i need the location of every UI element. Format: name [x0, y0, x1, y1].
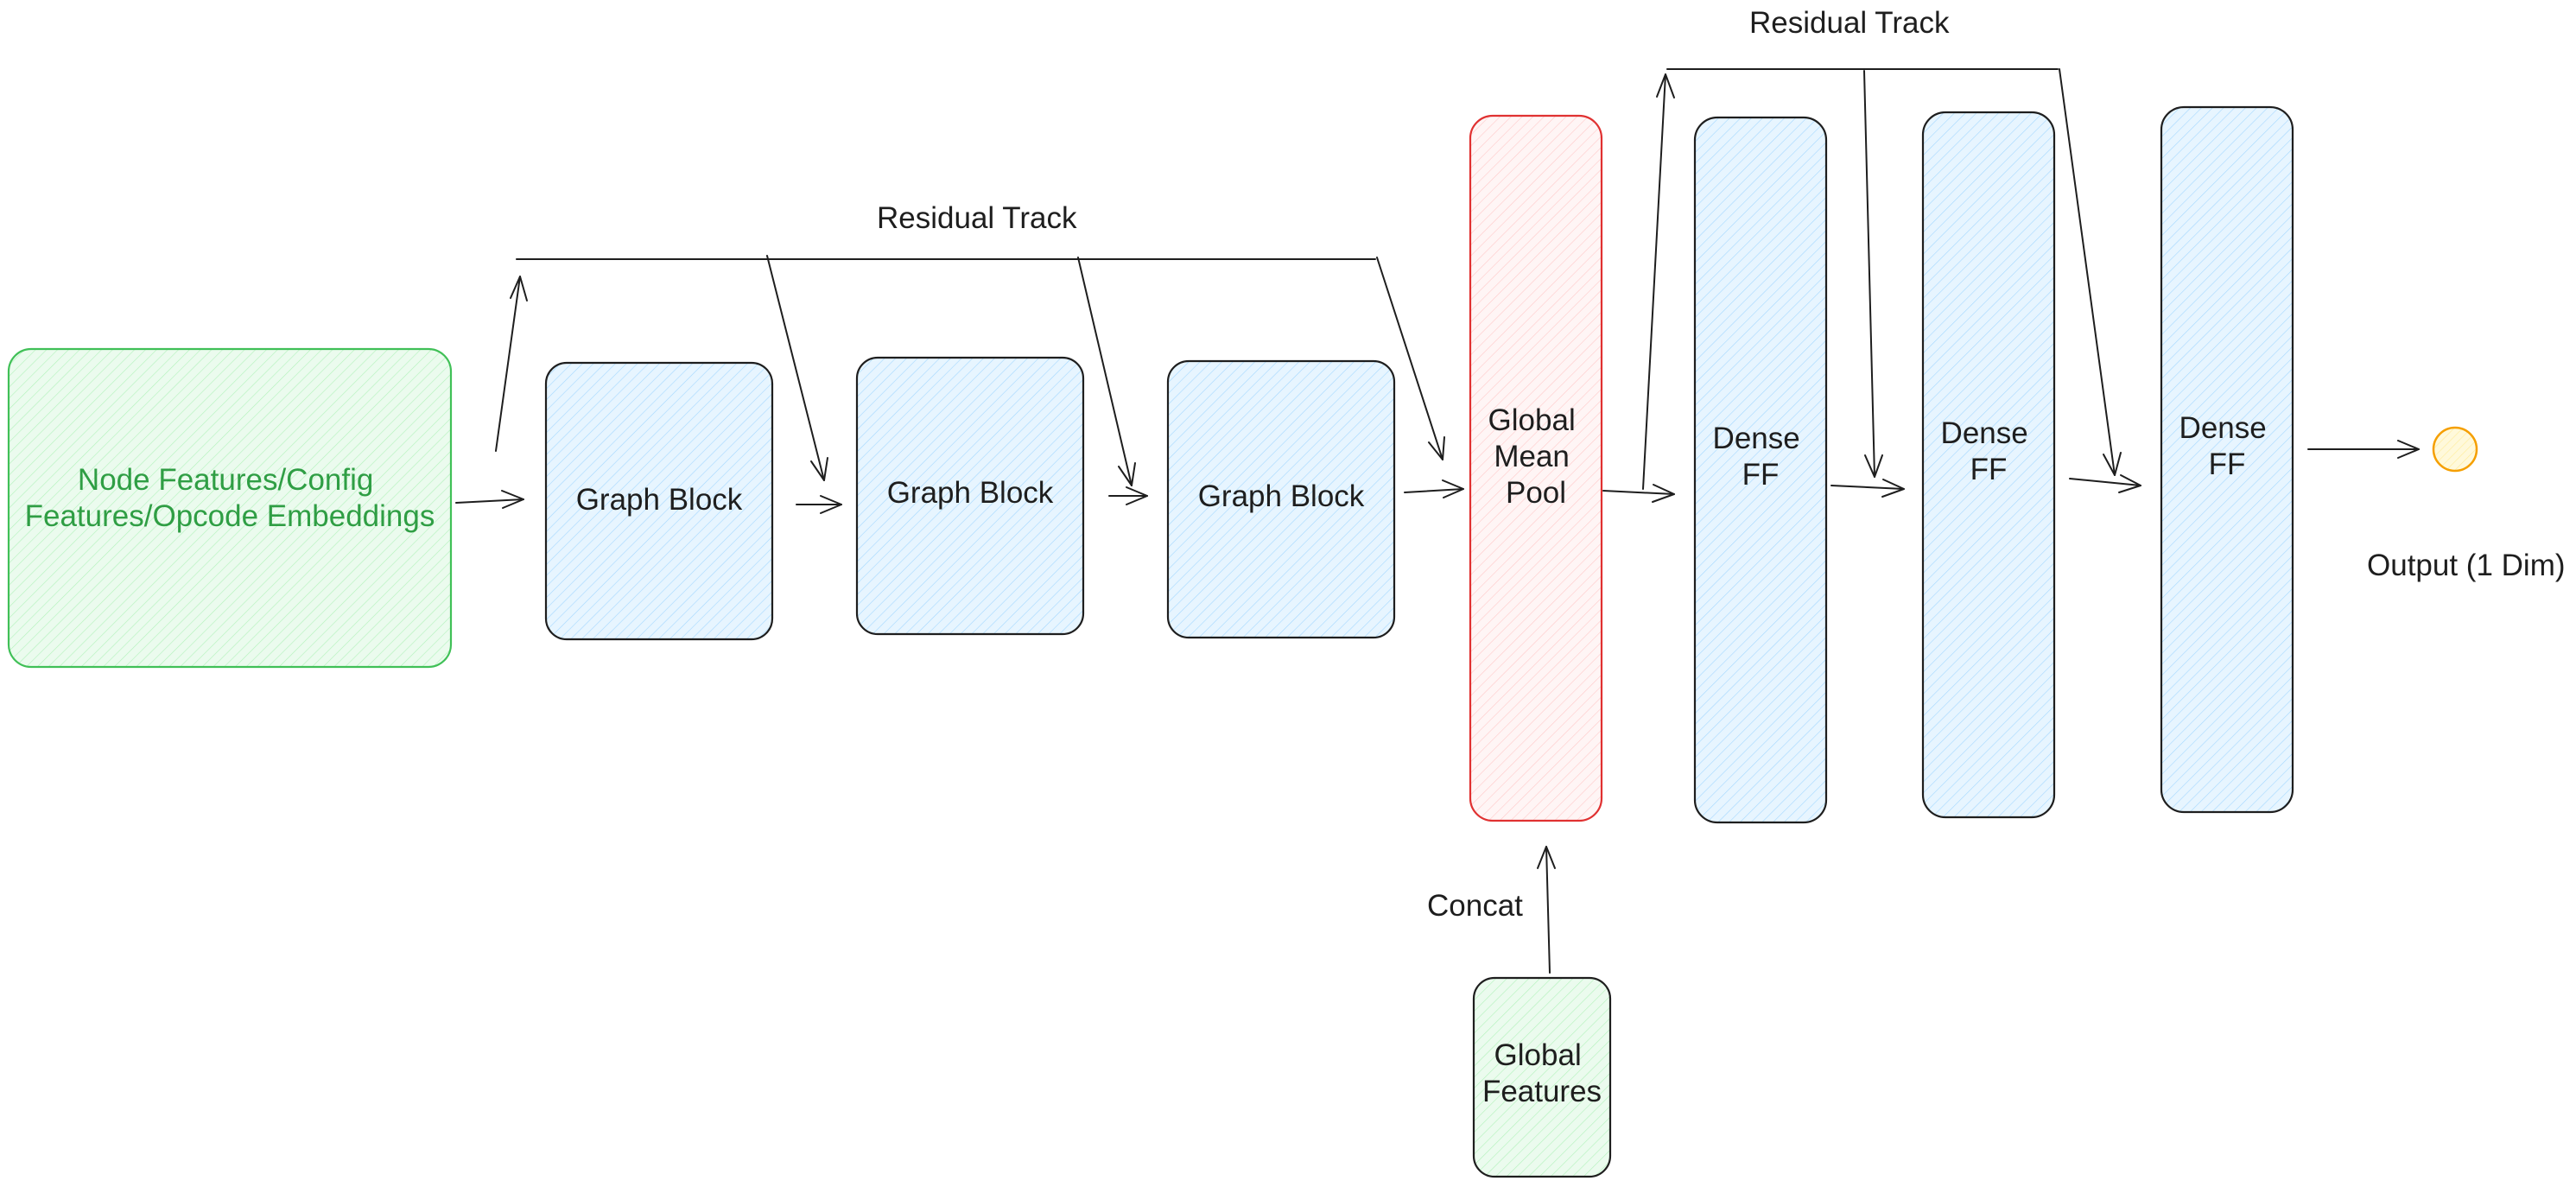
arrowhead-icon	[1428, 436, 1445, 460]
output-node[interactable]	[2432, 426, 2478, 473]
input-features-line-2: Features/Opcode Embeddings	[25, 499, 435, 533]
dense-ff-2-box	[1921, 111, 2056, 819]
arrow-pool-to-residual-2	[1642, 73, 1675, 490]
arrow-residual-to-pool	[1376, 257, 1445, 460]
global-features-line-2: Features	[1482, 1075, 1602, 1108]
arrowhead-icon	[1118, 462, 1136, 486]
residual-track-label-2: Residual Track	[1749, 6, 1950, 40]
arrowhead-icon	[2397, 440, 2420, 459]
global-mean-pool-line-2: Mean	[1494, 440, 1570, 473]
arrowhead-icon	[2118, 474, 2141, 493]
global-features-node[interactable]: Global Features	[1472, 976, 1612, 1178]
arrow-line	[766, 255, 825, 481]
global-mean-pool-line-3: Pool	[1506, 476, 1566, 510]
dense-ff-3-box	[2160, 105, 2294, 814]
arrow-residual-to-graph-block-2	[766, 255, 828, 481]
arrowhead-icon	[1881, 479, 1905, 498]
arrow-dense-ff-3-to-output	[2307, 440, 2420, 459]
dense-ff-3[interactable]: Dense FF	[2160, 105, 2294, 814]
dense-ff-2-line-2: FF	[1970, 453, 2008, 486]
input-features-box	[7, 347, 453, 669]
arrow-pool-to-dense-ff-1	[1602, 484, 1675, 503]
global-mean-pool-label: Global Mean Pool	[1488, 403, 1584, 510]
arrow-line	[1642, 73, 1666, 490]
arrow-line	[2059, 68, 2116, 476]
arrowhead-icon	[1537, 846, 1556, 869]
arrowhead-icon	[2103, 452, 2122, 476]
arrow-graph-block-1-to-2	[796, 495, 842, 514]
dense-ff-1-line-2: FF	[1742, 458, 1780, 492]
arrow-residual-2-to-dense-ff-3	[2059, 68, 2122, 476]
output-label: Output (1 Dim)	[2367, 549, 2566, 582]
dense-ff-2-line-1: Dense	[1941, 416, 2028, 450]
input-features-label: Node Features/Config Features/Opcode Emb…	[25, 463, 435, 533]
arrow-dense-ff-1-to-2	[1830, 479, 1905, 498]
graph-block-2-label: Graph Block	[887, 476, 1054, 510]
circle-icon	[2432, 426, 2478, 473]
arrow-input-to-graph-block-1	[455, 490, 524, 509]
dense-ff-1[interactable]: Dense FF	[1693, 116, 1828, 824]
arrow-line	[1863, 70, 1875, 478]
graph-block-1-box	[544, 361, 774, 641]
concat-label: Concat	[1427, 889, 1523, 923]
arrowhead-icon	[1442, 479, 1464, 498]
arrowhead-icon	[810, 457, 828, 481]
dense-ff-1-box	[1693, 116, 1828, 824]
global-mean-pool-line-1: Global	[1488, 403, 1576, 437]
input-features-line-1: Node Features/Config	[78, 463, 373, 497]
arrowhead-icon	[1126, 486, 1148, 505]
arrow-residual-2-to-dense-ff-2	[1863, 70, 1883, 478]
arrow-graph-block-2-to-3	[1108, 486, 1148, 505]
arrowhead-icon	[820, 495, 842, 514]
dense-ff-1-label: Dense FF	[1713, 422, 1809, 492]
dense-ff-3-line-2: FF	[2209, 448, 2246, 481]
global-features-line-1: Global	[1494, 1038, 1582, 1072]
arrowhead-icon	[510, 276, 528, 302]
arrow-input-to-residual	[495, 276, 528, 452]
arrowhead-icon	[1656, 73, 1675, 98]
graph-block-3[interactable]: Graph Block	[1166, 359, 1396, 639]
arrow-line	[455, 498, 524, 504]
arrow-line	[1545, 846, 1551, 974]
global-features-box	[1472, 976, 1612, 1178]
arrow-line	[1404, 488, 1464, 493]
dense-ff-1-line-1: Dense	[1713, 422, 1800, 455]
graph-block-1[interactable]: Graph Block	[544, 361, 774, 641]
arrow-residual-to-graph-block-3	[1077, 257, 1136, 486]
dense-ff-3-line-1: Dense	[2179, 411, 2267, 445]
arrow-line	[2069, 478, 2141, 486]
graph-block-2[interactable]: Graph Block	[855, 356, 1085, 636]
graph-block-2-box	[855, 356, 1085, 636]
global-mean-pool-box	[1469, 114, 1603, 822]
arrowhead-icon	[1652, 484, 1675, 503]
dense-ff-3-label: Dense FF	[2179, 411, 2275, 481]
arrow-line	[1830, 485, 1905, 490]
dense-ff-2[interactable]: Dense FF	[1921, 111, 2056, 819]
arrow-line	[495, 276, 521, 452]
graph-block-3-box	[1166, 359, 1396, 639]
global-mean-pool-node[interactable]: Global Mean Pool	[1469, 114, 1603, 822]
arrow-graph-block-3-to-pool	[1404, 479, 1464, 498]
dense-ff-2-label: Dense FF	[1941, 416, 2037, 486]
arrow-dense-ff-2-to-3	[2069, 474, 2141, 493]
arrowhead-icon	[1864, 454, 1883, 478]
arrow-line	[1376, 257, 1443, 460]
input-features-node[interactable]: Node Features/Config Features/Opcode Emb…	[7, 347, 453, 669]
arrow-line	[1602, 490, 1675, 495]
arrow-line	[1077, 257, 1133, 486]
graph-block-3-label: Graph Block	[1198, 479, 1365, 513]
arrowhead-icon	[501, 490, 524, 509]
global-features-label: Global Features	[1482, 1038, 1602, 1108]
residual-track-label-1: Residual Track	[877, 201, 1077, 235]
graph-block-1-label: Graph Block	[576, 483, 743, 517]
arrow-global-features-to-pool	[1537, 846, 1556, 974]
